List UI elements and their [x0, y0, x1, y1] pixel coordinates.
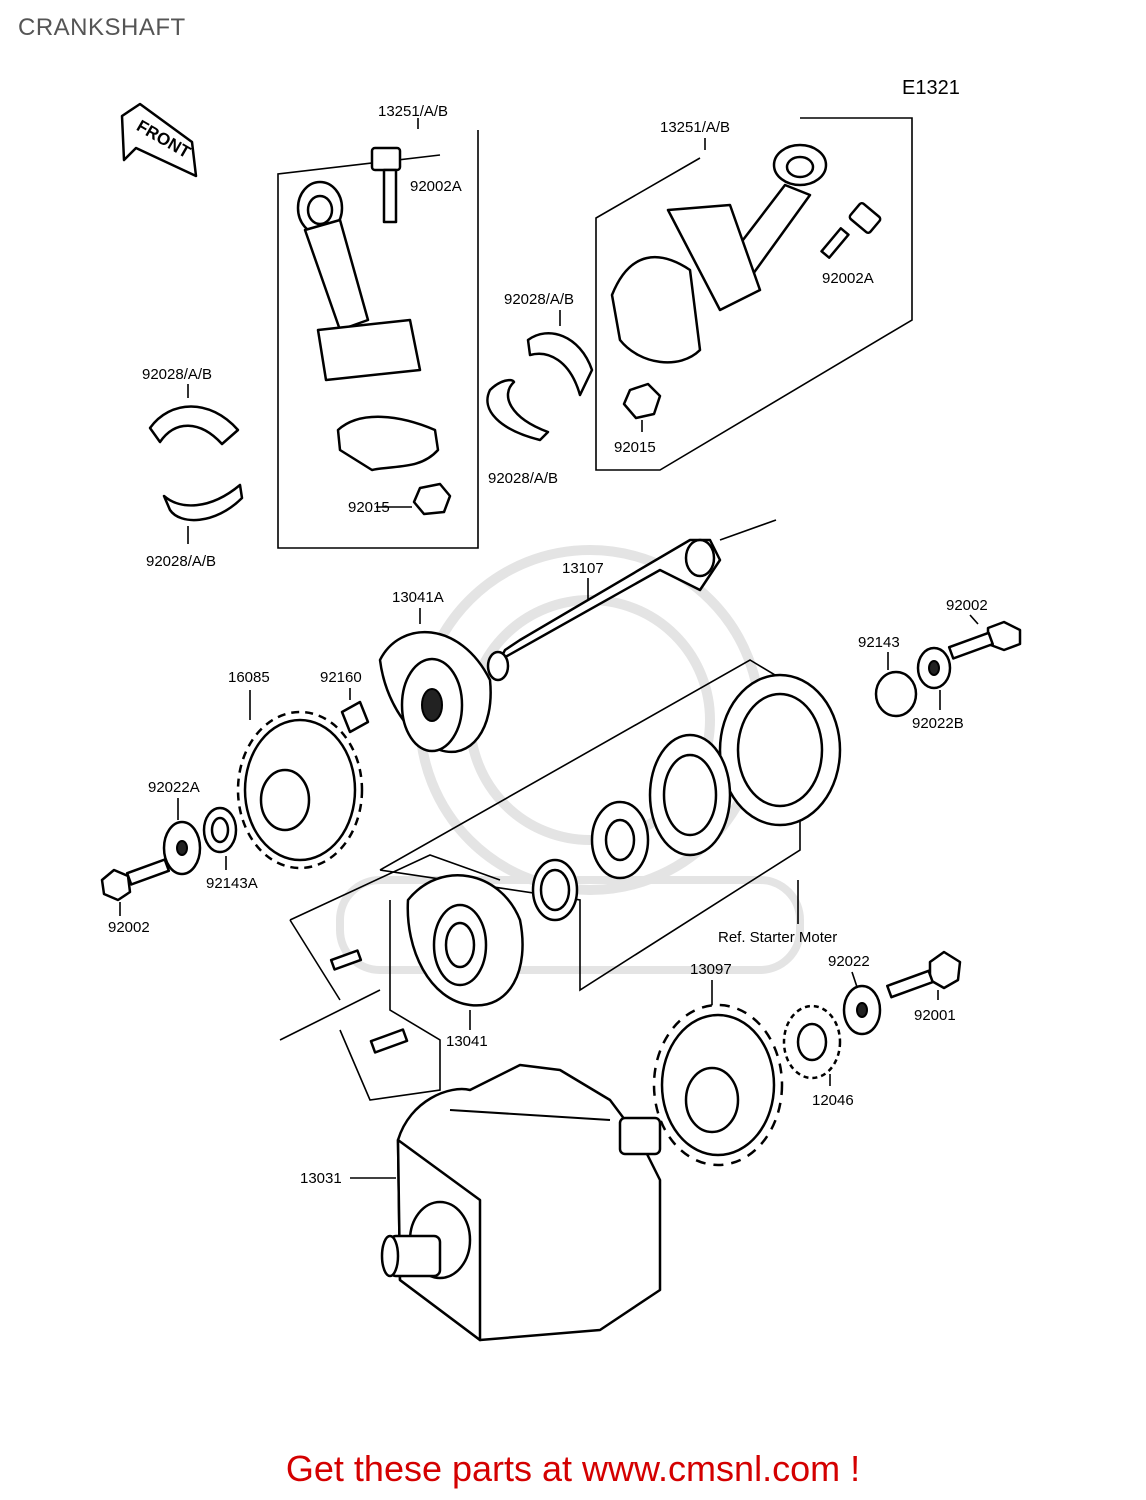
connecting-rod-right-group: 13251/A/B 92002A 92015	[595, 117, 913, 471]
label-nut-left: 92015	[348, 499, 390, 516]
connecting-rod-left-group: 13251/A/B 92002A 92015	[277, 103, 479, 549]
crankshaft: 13031	[300, 1063, 662, 1342]
diagram-code: E1321	[902, 77, 960, 99]
label-collar-upper-right: 92143	[858, 634, 900, 651]
front-arrow-icon: FRONT	[120, 102, 198, 178]
label-coupling-upper: 13041A	[392, 589, 444, 606]
bearing-shells-left: 92028/A/B 92028/A/B	[142, 366, 244, 570]
label-coupling-lower: 13041	[446, 1033, 488, 1050]
label-gear: 12046	[812, 1092, 854, 1109]
label-bolt-left: 92002A	[410, 178, 462, 195]
label-nut-right: 92015	[614, 439, 656, 456]
label-bolt-upper-right: 92002	[946, 597, 988, 614]
bolt-92002-left: 92002	[100, 858, 171, 936]
starter-clutch-group: Ref. Starter Moter	[379, 659, 842, 992]
cta-link[interactable]: Get these parts at www.cmsnl.com !	[285, 1448, 861, 1489]
shaft-assembly: 13107	[486, 519, 777, 682]
coupling-upper: 13041A	[378, 589, 492, 754]
label-bearing-left-bottom: 92028/A/B	[146, 553, 216, 570]
label-rod-right: 13251/A/B	[660, 119, 730, 136]
label-rod-left: 13251/A/B	[378, 103, 448, 120]
label-sprocket-drive: 13097	[690, 961, 732, 978]
label-starter-ref: Ref. Starter Moter	[718, 929, 837, 946]
coupling-lower-group: 13041	[279, 854, 524, 1101]
label-bolt-right: 92002A	[822, 270, 874, 287]
bearing-shells-center: 92028/A/B 92028/A/B	[486, 291, 594, 487]
washer-collar-left: 92022A 92143A	[148, 779, 258, 892]
sprocket-16085: 16085	[228, 669, 364, 870]
label-bolt-lower-right: 92001	[914, 1007, 956, 1024]
label-bearing-left-top: 92028/A/B	[142, 366, 212, 383]
label-washer-a: 92022A	[148, 779, 200, 796]
label-damper: 92160	[320, 669, 362, 686]
label-collar-a: 92143A	[206, 875, 258, 892]
label-bearing-center-top: 92028/A/B	[504, 291, 574, 308]
label-shaft: 13107	[562, 560, 604, 577]
gear-and-bolt-right: 92022 92001 12046	[782, 950, 962, 1109]
label-bolt-lower-left: 92002	[108, 919, 150, 936]
bolt-collar-right: 92002 92143 92022B	[858, 597, 1022, 732]
label-sprocket: 16085	[228, 669, 270, 686]
label-washer-b: 92022B	[912, 715, 964, 732]
label-bearing-center-bottom: 92028/A/B	[488, 470, 558, 487]
sprocket-13097: 13097	[652, 961, 784, 1167]
damper: 92160	[320, 669, 370, 734]
label-washer-lower-right: 92022	[828, 953, 870, 970]
label-crankshaft: 13031	[300, 1170, 342, 1187]
page-title: CRANKSHAFT	[18, 14, 186, 41]
